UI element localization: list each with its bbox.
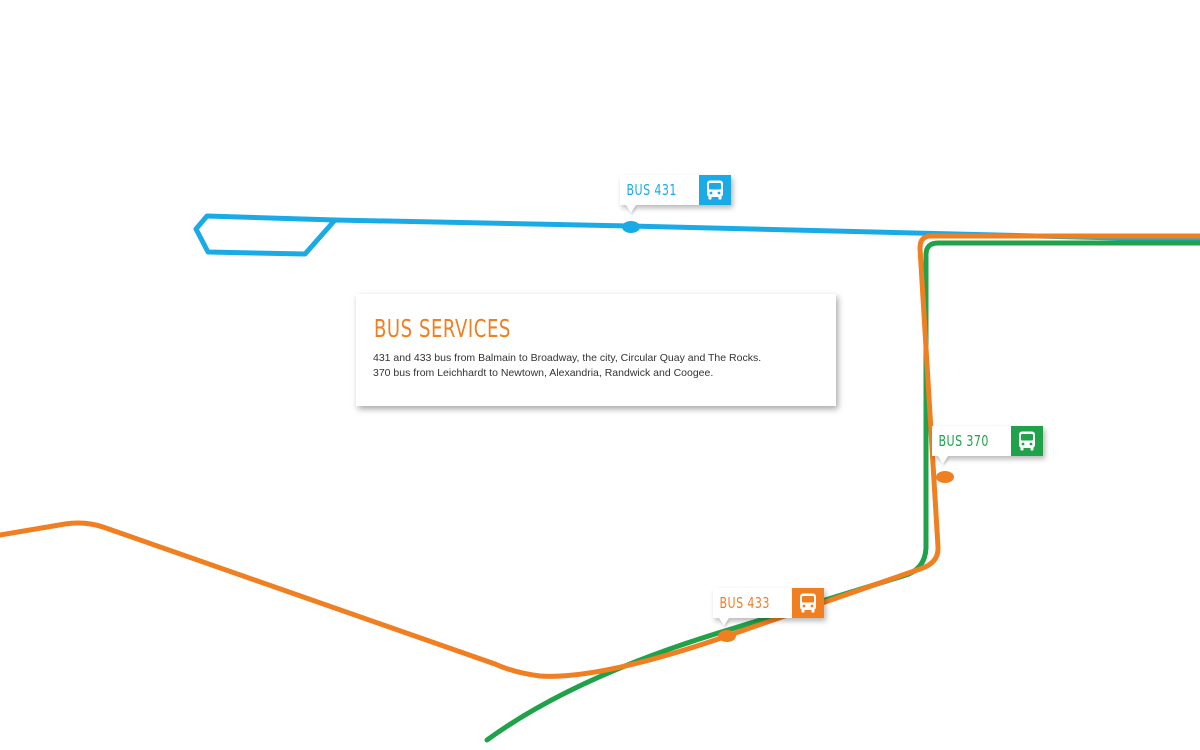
route-433-line[interactable] bbox=[0, 233, 1200, 679]
bus-431-tag[interactable]: BUS 431 bbox=[620, 175, 732, 213]
tag-pointer bbox=[626, 205, 636, 213]
bus-icon bbox=[792, 588, 825, 618]
bus-433-label: BUS 433 bbox=[713, 588, 778, 618]
info-box-line-370: 370 bus from Leichhardt to Newtown, Alex… bbox=[373, 367, 714, 379]
bus-services-info-box: BUS SERVICES 431 and 433 bus from Balmai… bbox=[356, 294, 836, 406]
bus-370-label: BUS 370 bbox=[932, 426, 997, 456]
stop-marker-433[interactable] bbox=[718, 630, 736, 642]
stop-marker-431[interactable] bbox=[622, 221, 640, 233]
bus-icon bbox=[699, 175, 732, 205]
tag-pointer bbox=[938, 456, 948, 464]
info-box-title: BUS SERVICES bbox=[374, 314, 511, 343]
info-box-line-431-433: 431 and 433 bus from Balmain to Broadway… bbox=[373, 352, 762, 364]
bus-431-label: BUS 431 bbox=[620, 175, 685, 205]
bus-433-tag[interactable]: BUS 433 bbox=[713, 588, 825, 626]
bus-icon bbox=[1011, 426, 1044, 456]
tag-pointer bbox=[719, 618, 729, 626]
bus-370-tag[interactable]: BUS 370 bbox=[932, 426, 1044, 464]
stop-marker-370[interactable] bbox=[936, 471, 954, 483]
route-431-line[interactable] bbox=[193, 213, 1200, 257]
